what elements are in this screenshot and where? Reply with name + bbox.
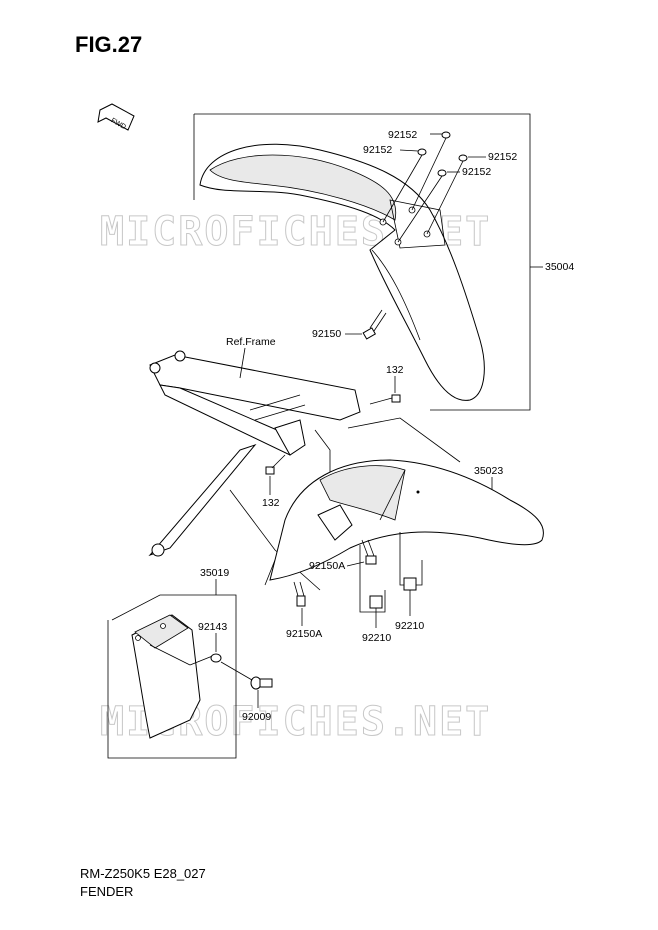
- label-92152-c: 92152: [488, 151, 517, 163]
- label-35023: 35023: [474, 465, 503, 477]
- figure-title: FIG.27: [75, 32, 143, 57]
- grommets-92152: [382, 131, 468, 243]
- nut-92210-a: [359, 545, 386, 628]
- label-132-b: 132: [262, 497, 280, 509]
- label-92152-d: 92152: [462, 166, 491, 178]
- washer-92143: [210, 653, 253, 681]
- bolt-132-a: [369, 394, 401, 405]
- mudflap-group-box: [107, 594, 237, 759]
- bolt-92150: [362, 309, 387, 340]
- label-92152-b: 92152: [363, 144, 392, 156]
- mudflap-35019: [131, 614, 216, 739]
- ref-frame-label: Ref.Frame: [226, 336, 276, 348]
- front-fender-group-box: [193, 113, 531, 411]
- label-92210-b: 92210: [395, 620, 424, 632]
- label-92150A-b: 92150A: [286, 628, 322, 640]
- bolt-92150A-a: [361, 539, 377, 565]
- label-92009: 92009: [242, 711, 271, 723]
- figure-code: RM-Z250K5 E28_027: [80, 866, 206, 881]
- bolt-92150A-b: [293, 581, 306, 607]
- bolt-132-b: [265, 454, 286, 475]
- label-92210-a: 92210: [362, 632, 391, 644]
- label-35019: 35019: [200, 567, 229, 579]
- label-132-a: 132: [386, 364, 404, 376]
- nut-92210-b: [399, 532, 423, 616]
- label-92143: 92143: [198, 621, 227, 633]
- label-92150A-a: 92150A: [309, 560, 345, 572]
- label-92150: 92150: [312, 328, 341, 340]
- screw-92009: [250, 676, 273, 690]
- label-92152-a: 92152: [388, 129, 417, 141]
- fwd-arrow-icon: FWD: [97, 103, 135, 131]
- subframe-ref: [148, 350, 361, 557]
- label-35004: 35004: [545, 261, 574, 273]
- rear-fender-35023: [269, 459, 544, 581]
- figure-name: FENDER: [80, 884, 134, 899]
